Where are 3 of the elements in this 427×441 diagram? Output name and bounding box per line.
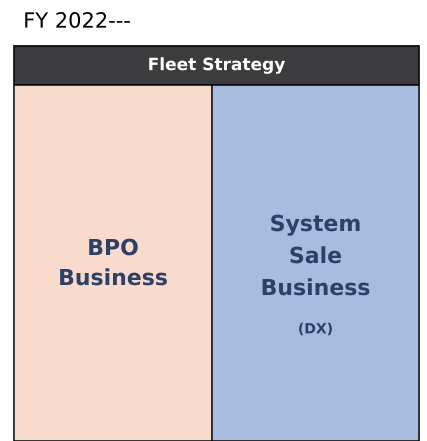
business-panel: System Sale Business (DX) [211, 84, 420, 441]
business-panel: BPO Business [13, 84, 213, 441]
title: FY 2022--- [25, 12, 130, 28]
